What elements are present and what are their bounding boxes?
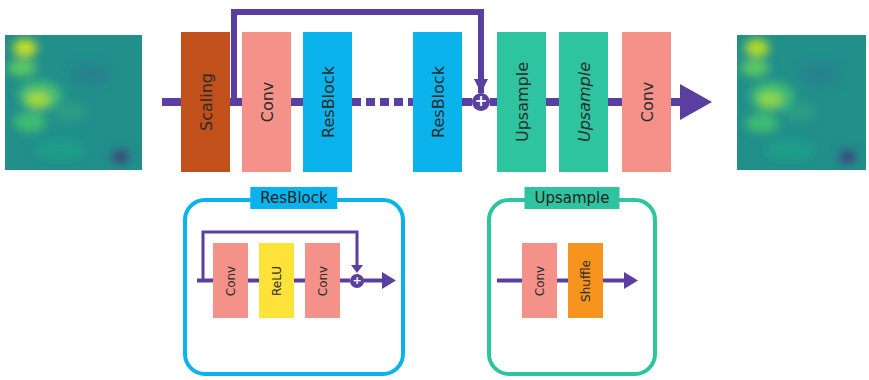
flow-line [608,98,622,106]
block-label: Conv [316,265,330,295]
conv-box: Conv [622,32,671,172]
flow-line [291,98,303,106]
group-heading: ResBlock [250,187,337,209]
flow-line [294,279,305,283]
block-label: Conv [533,265,547,295]
flow-line [546,98,559,106]
shuffle-box: Shuffle [568,243,603,318]
upsample-detail: UpsampleConvShuffle [487,198,657,376]
block-label: Conv [257,82,276,123]
block-label: Shuffle [579,260,593,302]
block-label: Scaling [196,73,215,131]
resblock-detail: ResBlockConvReLUConv+ [183,198,405,376]
arrow-head [382,272,396,289]
flow-line [490,98,497,106]
block-label: Conv [224,265,238,295]
conv-box: Conv [305,243,340,318]
resblock-box: ResBlock [303,32,352,172]
resblock-box: ResBlock [413,32,462,172]
upsample-wires [497,280,626,281]
arrow-head [624,272,638,289]
block-label: Upsample [512,62,531,142]
group-heading: Upsample [524,187,619,209]
flow-line [352,98,413,106]
conv-box: Conv [522,243,557,318]
flow-line [340,279,350,283]
block-label: Conv [637,82,656,123]
conv-box: Conv [213,243,248,318]
block-label: ResBlock [318,66,337,138]
flow-line [462,98,472,106]
input-heatmap [5,35,142,170]
relu-box: ReLU [259,243,294,318]
block-label: Upsample [574,62,593,142]
upsample-box: Upsample [559,32,608,172]
flow-line [557,279,568,283]
sum-node: + [472,93,490,111]
flow-line [248,279,259,283]
upsample-box: Upsample [497,32,546,172]
block-label: ReLU [270,265,284,295]
block-label: ResBlock [428,66,447,138]
sum-symbol: + [352,275,361,286]
conv-box: Conv [242,32,291,172]
sum-node: + [350,274,364,288]
scaling-box: Scaling [181,32,230,172]
sum-symbol: + [475,94,488,109]
output-heatmap [737,35,866,170]
arrow-head [351,265,363,273]
